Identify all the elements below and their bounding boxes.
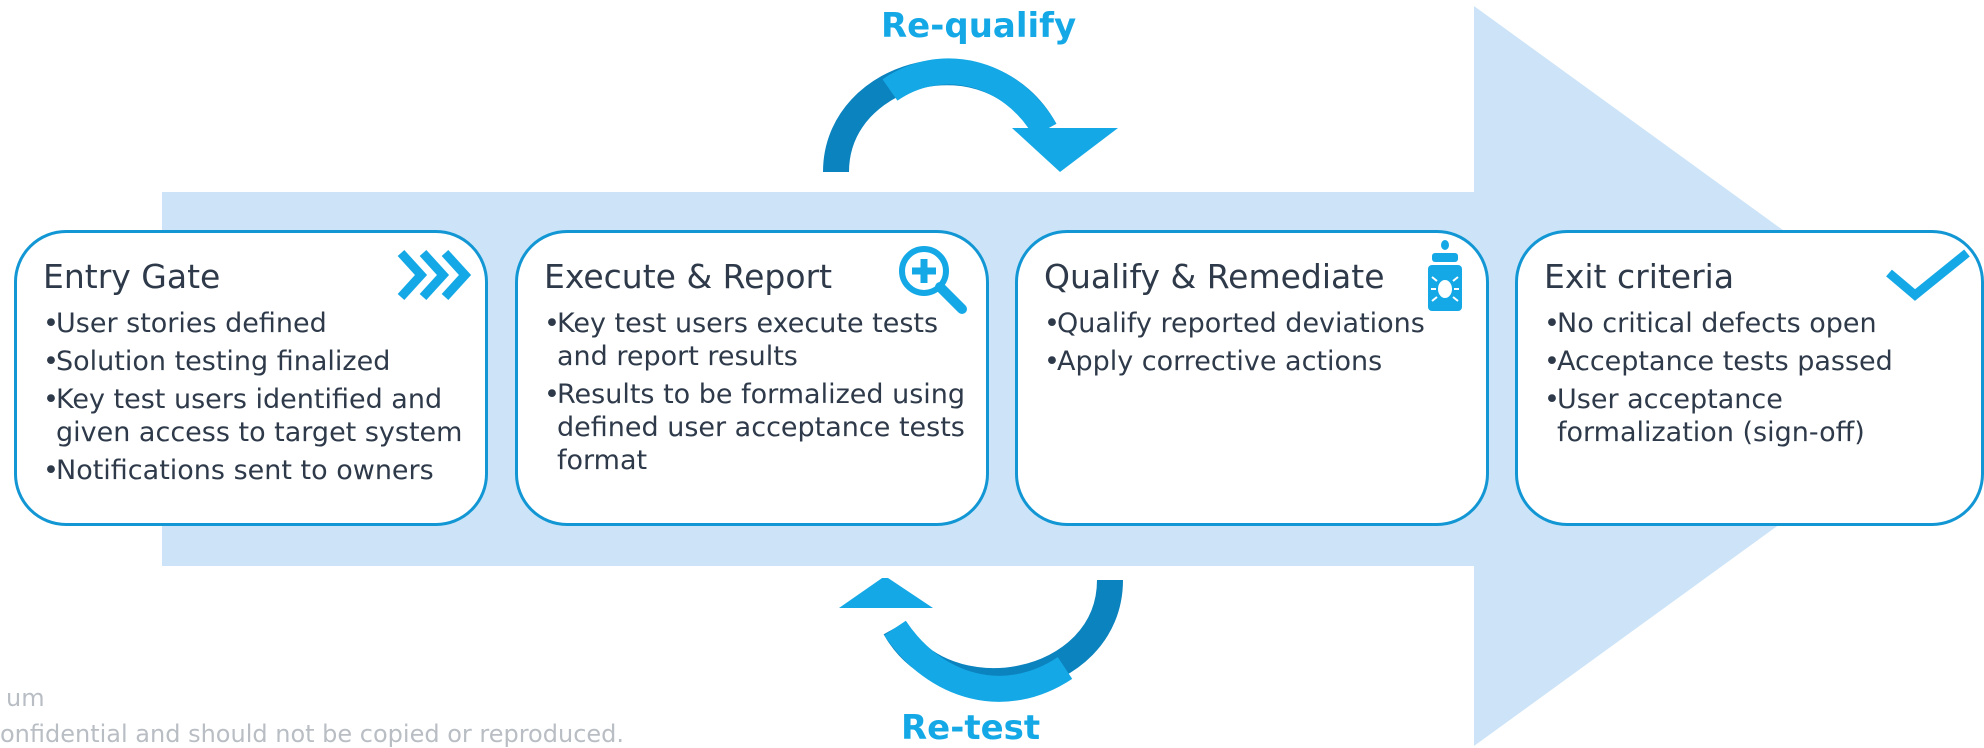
footer-line-1: um — [6, 684, 45, 712]
magnifier-plus-icon — [899, 246, 967, 314]
stage-title: Exit criteria — [1544, 257, 1735, 296]
list-item: Notifications sent to owners — [43, 454, 465, 487]
stage-entry-gate: Entry Gate User stories defined Solution… — [14, 230, 488, 526]
stage-exit-criteria: Exit criteria No critical defects open A… — [1515, 230, 1984, 526]
list-item: Apply corrective actions — [1044, 345, 1466, 378]
retest-label: Re-test — [901, 708, 1041, 748]
list-item: No critical defects open — [1544, 307, 1961, 340]
stage-title: Entry Gate — [43, 257, 221, 296]
stage-items: Key test users execute tests and report … — [544, 307, 966, 477]
stage-execute-report: Execute & Report Key test users execute … — [515, 230, 989, 526]
requalify-label: Re-qualify — [881, 6, 1077, 46]
list-item: Key test users execute tests and report … — [544, 307, 966, 373]
stage-title: Execute & Report — [544, 257, 833, 296]
stage-items: User stories defined Solution testing fi… — [43, 307, 465, 487]
stage-title: Qualify & Remediate — [1044, 257, 1385, 296]
list-item: Key test users identified and given acce… — [43, 383, 465, 449]
stage-qualify-remediate: Qualify & Remediate Qualify reported dev… — [1015, 230, 1489, 526]
list-item: User stories defined — [43, 307, 465, 340]
list-item: Solution testing finalized — [43, 345, 465, 378]
chevrons-right-icon — [397, 249, 471, 301]
list-item: Qualify reported deviations — [1044, 307, 1466, 340]
requalify-loop-arrow — [823, 58, 1118, 173]
footer-line-2: onfidential and should not be copied or … — [0, 720, 625, 748]
list-item: Results to be formalized using defined u… — [544, 378, 966, 477]
list-item: Acceptance tests passed — [1544, 345, 1961, 378]
bug-spray-icon — [1428, 240, 1462, 311]
checkmark-icon — [1886, 249, 1970, 301]
retest-loop-arrow — [839, 578, 1123, 702]
stage-items: Qualify reported deviations Apply correc… — [1044, 307, 1466, 378]
list-item: User acceptance formalization (sign-off) — [1544, 383, 1961, 449]
stage-items: No critical defects open Acceptance test… — [1544, 307, 1961, 449]
